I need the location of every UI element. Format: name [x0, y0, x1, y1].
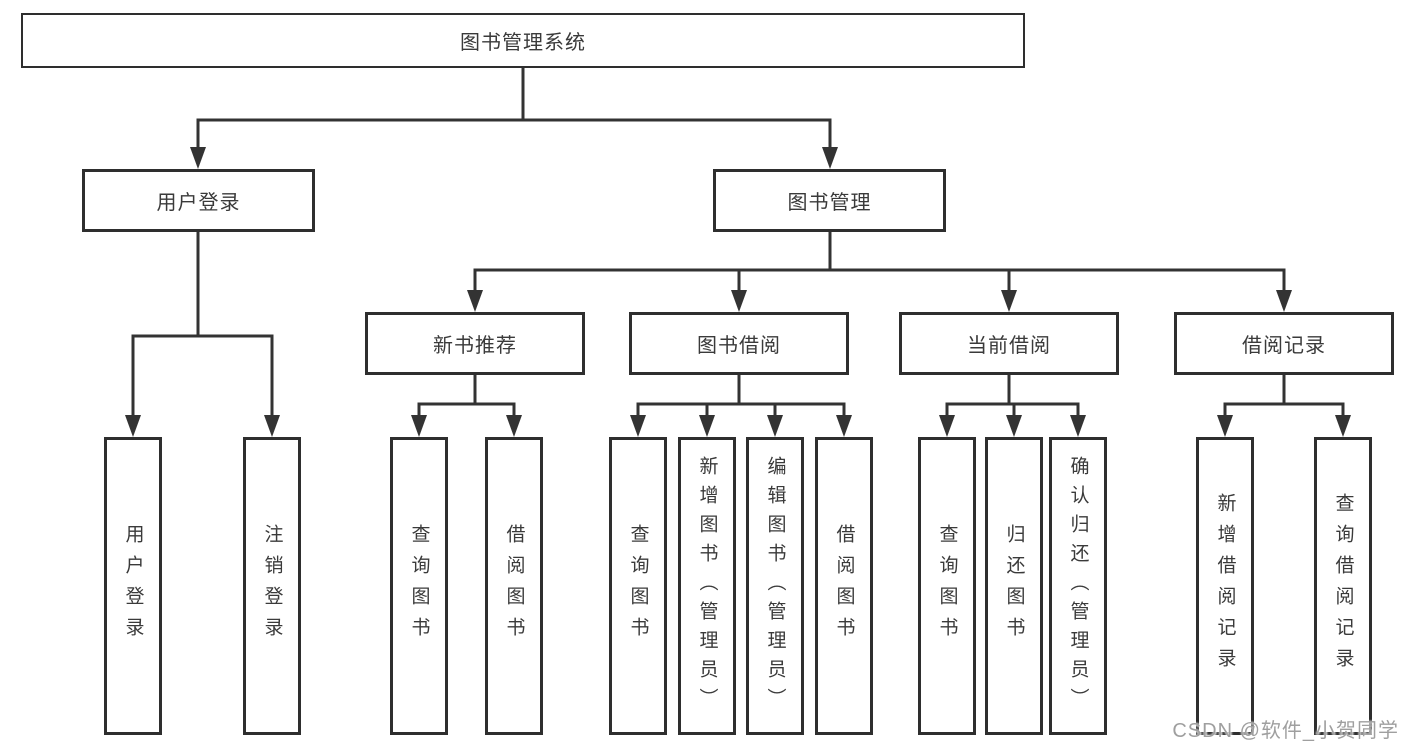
leaf-add-borrow-record: 新增借阅记录: [1196, 437, 1254, 735]
leaf-confirm-return-admin: 确认归还（管理员）: [1049, 437, 1107, 735]
node-borrow-records: 借阅记录: [1174, 312, 1394, 375]
arrowhead-down-icon: [1070, 415, 1086, 437]
arrowhead-down-icon: [836, 415, 852, 437]
leaf-user-login-label: 用户登录: [122, 524, 144, 648]
leaf-add-books-admin-label: 新增图书（管理员）: [696, 455, 718, 717]
node-new-book-rec: 新书推荐: [365, 312, 585, 375]
leaf-edit-books-admin-label: 编辑图书（管理员）: [764, 455, 786, 717]
arrowhead-down-icon: [125, 415, 141, 437]
arrowhead-down-icon: [264, 415, 280, 437]
leaf-query-books-1-label: 查询图书: [408, 524, 430, 648]
leaf-query-borrow-record-label: 查询借阅记录: [1332, 493, 1354, 679]
arrowhead-down-icon: [699, 415, 715, 437]
arrowhead-down-icon: [467, 290, 483, 312]
leaf-borrow-books-1: 借阅图书: [485, 437, 543, 735]
leaf-return-books: 归还图书: [985, 437, 1043, 735]
arrowhead-down-icon: [190, 147, 206, 169]
leaf-borrow-books-1-label: 借阅图书: [503, 524, 525, 648]
leaf-logout-label: 注销登录: [261, 524, 283, 648]
node-book-mgmt: 图书管理: [713, 169, 946, 232]
arrowhead-down-icon: [731, 290, 747, 312]
leaf-query-books-2: 查询图书: [609, 437, 667, 735]
leaf-add-borrow-record-label: 新增借阅记录: [1214, 493, 1236, 679]
arrowhead-down-icon: [767, 415, 783, 437]
arrowhead-down-icon: [822, 147, 838, 169]
leaf-add-books-admin: 新增图书（管理员）: [678, 437, 736, 735]
leaf-query-books-1: 查询图书: [390, 437, 448, 735]
leaf-borrow-books-2-label: 借阅图书: [833, 524, 855, 648]
node-root: 图书管理系统: [21, 13, 1025, 68]
arrowhead-down-icon: [1276, 290, 1292, 312]
leaf-query-books-2-label: 查询图书: [627, 524, 649, 648]
arrowhead-down-icon: [1217, 415, 1233, 437]
leaf-logout: 注销登录: [243, 437, 301, 735]
arrowhead-down-icon: [939, 415, 955, 437]
arrowhead-down-icon: [1006, 415, 1022, 437]
leaf-query-borrow-record: 查询借阅记录: [1314, 437, 1372, 735]
arrowhead-down-icon: [1001, 290, 1017, 312]
leaf-edit-books-admin: 编辑图书（管理员）: [746, 437, 804, 735]
leaf-query-books-3-label: 查询图书: [936, 524, 958, 648]
leaf-return-books-label: 归还图书: [1003, 524, 1025, 648]
arrowhead-down-icon: [506, 415, 522, 437]
leaf-borrow-books-2: 借阅图书: [815, 437, 873, 735]
node-book-borrow: 图书借阅: [629, 312, 849, 375]
arrowhead-down-icon: [1335, 415, 1351, 437]
arrowhead-down-icon: [411, 415, 427, 437]
leaf-user-login: 用户登录: [104, 437, 162, 735]
arrowhead-down-icon: [630, 415, 646, 437]
leaf-confirm-return-admin-label: 确认归还（管理员）: [1067, 455, 1089, 717]
leaf-query-books-3: 查询图书: [918, 437, 976, 735]
node-current-borrow: 当前借阅: [899, 312, 1119, 375]
node-user-login: 用户登录: [82, 169, 315, 232]
